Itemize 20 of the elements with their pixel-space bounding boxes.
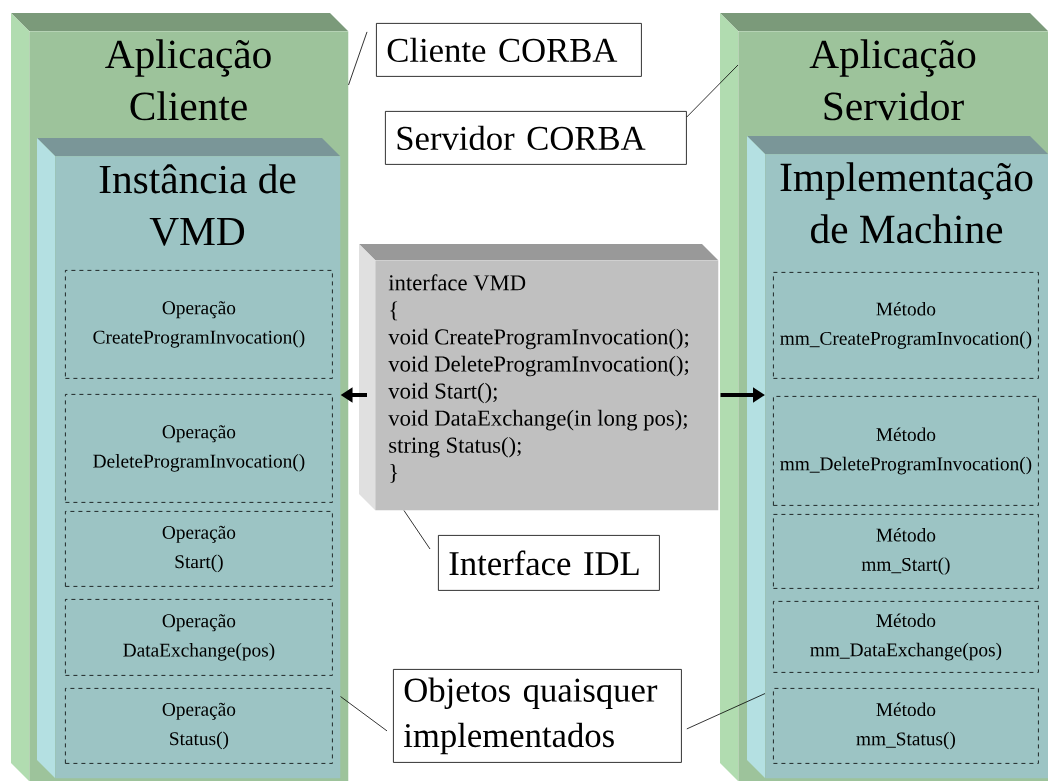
callout-box: Cliente CORBA: [376, 23, 642, 77]
operation-box: Operação Status(): [65, 688, 333, 764]
method-box: Método mm_DeleteProgramInvocation(): [773, 396, 1039, 506]
leader-line: [348, 31, 368, 86]
callout-box: Servidor CORBA: [385, 111, 687, 165]
callout-box: Objetos quaisquer implementados: [393, 669, 682, 763]
leader-line: [340, 696, 388, 732]
leader-line: [686, 64, 739, 118]
operation-box: Operação DeleteProgramInvocation(): [65, 394, 333, 503]
method-box: Método mm_CreateProgramInvocation(): [773, 272, 1039, 379]
leader-line: [403, 510, 431, 550]
operation-box: Operação Start(): [65, 511, 333, 587]
method-box: Método mm_DataExchange(pos): [773, 601, 1039, 673]
code-block: interface VMD { void CreateProgramInvocation(); void DeleteProgramInvocation(); void Start(); void DataExchange(in long pos); string Status(); }: [359, 244, 719, 511]
leader-line: [686, 693, 766, 730]
method-box: Método mm_Start(): [773, 514, 1039, 589]
operation-box: Operação CreateProgramInvocation(): [65, 270, 333, 379]
method-box: Método mm_Status(): [773, 688, 1039, 764]
callout-box: Interface IDL: [438, 535, 660, 591]
operation-box: Operação DataExchange(pos): [65, 599, 333, 676]
